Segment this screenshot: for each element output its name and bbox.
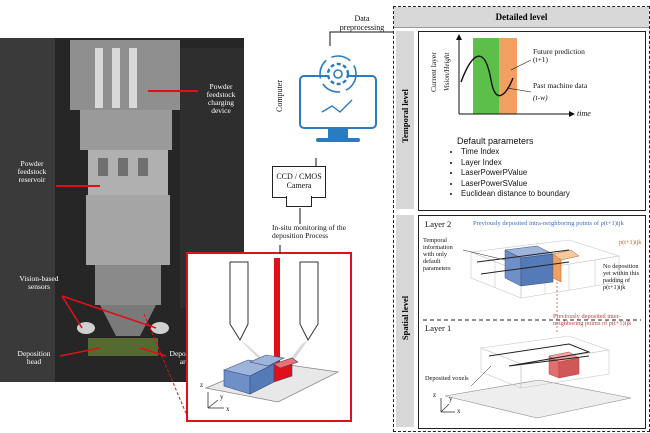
no-deposition-label: No deposition yet within this padding of…: [603, 263, 640, 291]
temporal-x-axis-label: time: [577, 109, 591, 118]
temporal-y-inner-label: Vision/Height: [443, 52, 452, 92]
computer-icon: [299, 55, 377, 142]
camera-box: CCD / CMOS Camera: [272, 166, 326, 198]
inset-connector: [143, 313, 189, 419]
param-item: Euclidean distance to boundary: [461, 189, 570, 200]
temporal-level-label: Temporal level: [400, 89, 410, 143]
temporal-info-label: Temporal information with only default p…: [423, 237, 453, 272]
spatial-illustration: [423, 239, 641, 419]
data-preprocessing-label: Data preprocessing: [339, 14, 385, 32]
param-item: Time Index: [461, 147, 570, 158]
deposition-area-label: Deposition area: [166, 350, 206, 366]
layer1-label: Layer 1: [425, 323, 452, 333]
past-range-label: (t-w): [533, 93, 548, 102]
camera-label: CCD / CMOS Camera: [276, 172, 322, 190]
param-item: LaserPowerSValue: [461, 179, 570, 190]
default-params-list: Time Index Layer Index LaserPowerPValue …: [447, 147, 570, 200]
detailed-level-title: Detailed level: [394, 7, 649, 28]
default-params-title: Default parameters: [457, 136, 534, 146]
spatial-axis-x: x: [457, 407, 461, 415]
prev-intra-label: Previously deposited intra-neighboring p…: [473, 220, 624, 227]
spatial-level-label: Spatial level: [400, 295, 410, 341]
layer2-label: Layer 2: [425, 219, 452, 229]
vision-sensors-label: Vision-based sensors: [19, 274, 59, 291]
temporal-sidebar: [396, 31, 414, 209]
deposited-voxels-label: Deposited voxels: [425, 375, 469, 382]
camera-lens-icon: [286, 196, 312, 207]
powder-reservoir-label: Powder feedstock reservoir: [17, 159, 47, 184]
in-situ-label: In-situ monitoring of the deposition Pro…: [272, 223, 346, 241]
future-prediction-label: Future prediction (t+1): [533, 47, 585, 65]
axis-x-label: x: [226, 405, 230, 413]
machine-photo: [0, 38, 244, 382]
prev-inter-label: Previously deposited inter-neighboring p…: [553, 313, 632, 327]
axis-z-label: z: [200, 381, 204, 389]
past-machine-label: Past machine data: [533, 81, 588, 90]
param-item: LaserPowerPValue: [461, 168, 570, 179]
param-item: Layer Index: [461, 158, 570, 169]
detailed-level-panel: Detailed level Temporal level Current la…: [393, 6, 650, 432]
spatial-sidebar: [396, 215, 414, 427]
temporal-box: Current layer Vision/Height time Future …: [418, 31, 646, 211]
deposition-head-label: Deposition head: [17, 349, 51, 366]
machine-illustration: [0, 38, 244, 382]
spatial-box: Layer 2 Previously deposited intra-neigh…: [418, 215, 646, 429]
axis-y-label: y: [220, 393, 224, 401]
spatial-axis-z: z: [433, 391, 437, 399]
powder-charging-label: Powder feedstock charging device: [206, 82, 236, 115]
p-orange-label: p(t+1)ijk: [619, 239, 642, 246]
temporal-plot: [456, 34, 575, 117]
spatial-axis-y: y: [449, 395, 453, 403]
deposition-illustration: [204, 258, 340, 409]
computer-label: Computer: [275, 80, 284, 112]
temporal-y-axis-label: Current layer: [428, 52, 438, 93]
deposition-inset: z y x: [186, 252, 352, 422]
